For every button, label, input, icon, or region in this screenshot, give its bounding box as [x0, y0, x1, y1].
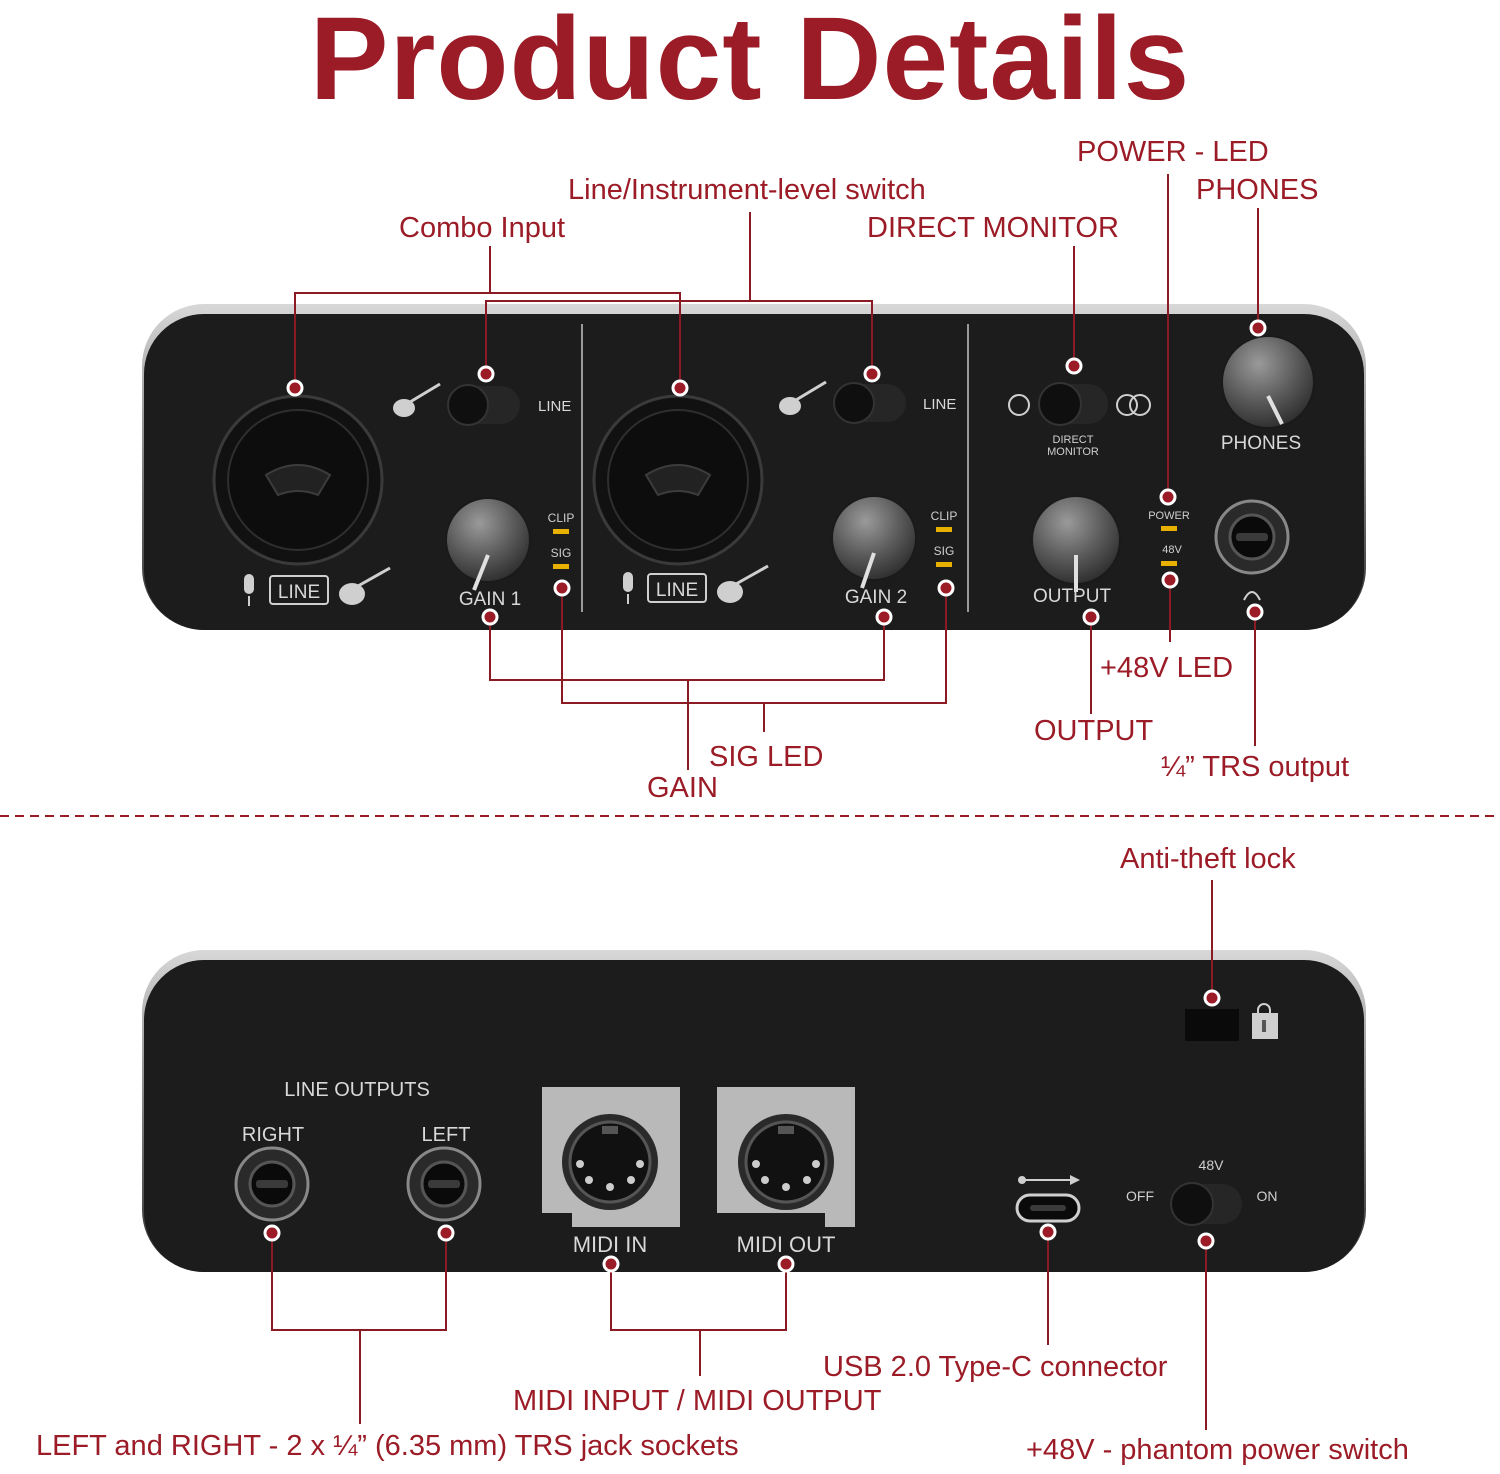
direct-monitor-label: DIRECT: [1053, 434, 1094, 446]
callout-line-instrument-switch: Line/Instrument-level switch: [568, 174, 926, 206]
lock-icon: [1252, 1003, 1278, 1039]
gain-knob-1[interactable]: [445, 497, 531, 591]
clip-label: CLIP: [548, 511, 575, 525]
sig-label: SIG: [551, 546, 572, 560]
microphone-icon: [623, 572, 633, 604]
front-callout-dots: [286, 319, 1267, 626]
line-switch-label: LINE: [923, 396, 956, 413]
on-label: ON: [1257, 1188, 1278, 1204]
guitar-icon: [717, 564, 769, 603]
left-label: LEFT: [422, 1124, 471, 1146]
clip-label: CLIP: [931, 509, 958, 523]
callout-output: OUTPUT: [1034, 715, 1154, 747]
front-panel: LINE LINE LINE: [142, 304, 1366, 630]
back-panel: LINE OUTPUTS RIGHT LEFT MIDI IN: [142, 950, 1366, 1272]
v48-label: 48V: [1199, 1157, 1225, 1173]
combo-input-1[interactable]: [212, 394, 384, 566]
sig-led: [553, 564, 569, 569]
usb-c-port[interactable]: [1015, 1193, 1081, 1223]
direct-monitor-label: MONITOR: [1047, 446, 1099, 458]
midi-out-label: MIDI OUT: [737, 1232, 836, 1257]
v48-led: [1161, 561, 1177, 566]
midi-in-label: MIDI IN: [573, 1232, 648, 1257]
sig-label: SIG: [934, 544, 955, 558]
callout-anti-theft-lock: Anti-theft lock: [1120, 843, 1296, 875]
guitar-icon: [393, 382, 441, 417]
callout-trs-output: ¼” TRS output: [1161, 751, 1350, 783]
headphone-jack[interactable]: [1214, 499, 1290, 575]
line-badge: [269, 575, 329, 605]
gain-knob-2[interactable]: [831, 495, 917, 589]
combo-input-2[interactable]: [592, 394, 764, 566]
line-instrument-switch-1[interactable]: [393, 382, 520, 426]
callout-midi-io: MIDI INPUT / MIDI OUTPUT: [513, 1385, 882, 1417]
back-callout-dots: [263, 989, 1221, 1273]
phantom-power-switch[interactable]: [1170, 1182, 1242, 1226]
gain-1-label: GAIN 1: [459, 589, 521, 610]
line-outputs-label: LINE OUTPUTS: [284, 1079, 430, 1101]
microphone-icon: [244, 574, 254, 606]
line-instrument-switch-2[interactable]: [779, 380, 906, 424]
callout-power-led: POWER - LED: [1077, 136, 1269, 168]
callout-sig-led: SIG LED: [709, 741, 824, 773]
right-output-jack[interactable]: [234, 1146, 310, 1222]
guitar-icon: [339, 566, 391, 605]
line-badge: [647, 573, 707, 603]
callout-direct-monitor: DIRECT MONITOR: [867, 212, 1119, 244]
front-callout-lines: [294, 174, 1259, 770]
midi-in-port[interactable]: [542, 1087, 680, 1227]
callout-usb: USB 2.0 Type-C connector: [823, 1351, 1168, 1383]
phones-knob[interactable]: [1221, 335, 1315, 429]
headphones-icon: [1243, 591, 1261, 601]
power-label: POWER: [1148, 510, 1190, 522]
callout-phones: PHONES: [1196, 174, 1319, 206]
left-output-jack[interactable]: [406, 1146, 482, 1222]
line-badge-label: LINE: [278, 582, 320, 603]
sig-led: [936, 562, 952, 567]
clip-led: [553, 529, 569, 534]
clip-led: [936, 527, 952, 532]
phones-label: PHONES: [1221, 433, 1301, 454]
midi-out-port[interactable]: [717, 1087, 855, 1227]
v48-label: 48V: [1162, 544, 1182, 556]
page-title: Product Details: [309, 0, 1191, 125]
back-callout-lines: [271, 880, 1213, 1430]
line-badge-label: LINE: [656, 580, 698, 601]
output-label: OUTPUT: [1033, 586, 1112, 607]
direct-monitor-switch[interactable]: [1008, 382, 1151, 426]
gain-2-label: GAIN 2: [845, 587, 907, 608]
callout-gain: GAIN: [647, 772, 718, 804]
off-label: OFF: [1126, 1188, 1154, 1204]
output-knob[interactable]: [1031, 495, 1121, 592]
callout-combo-input: Combo Input: [399, 212, 566, 244]
callout-line-outputs: LEFT and RIGHT - 2 x ¼” (6.35 mm) TRS ja…: [36, 1430, 739, 1462]
callout-48v-led: +48V LED: [1100, 652, 1234, 684]
line-switch-label: LINE: [538, 398, 571, 415]
callout-phantom-power: +48V - phantom power switch: [1026, 1434, 1409, 1466]
anti-theft-lock-slot[interactable]: [1185, 1009, 1239, 1041]
usb-icon: [1018, 1175, 1080, 1185]
right-label: RIGHT: [242, 1124, 304, 1146]
guitar-icon: [779, 380, 827, 415]
power-led: [1161, 526, 1177, 531]
